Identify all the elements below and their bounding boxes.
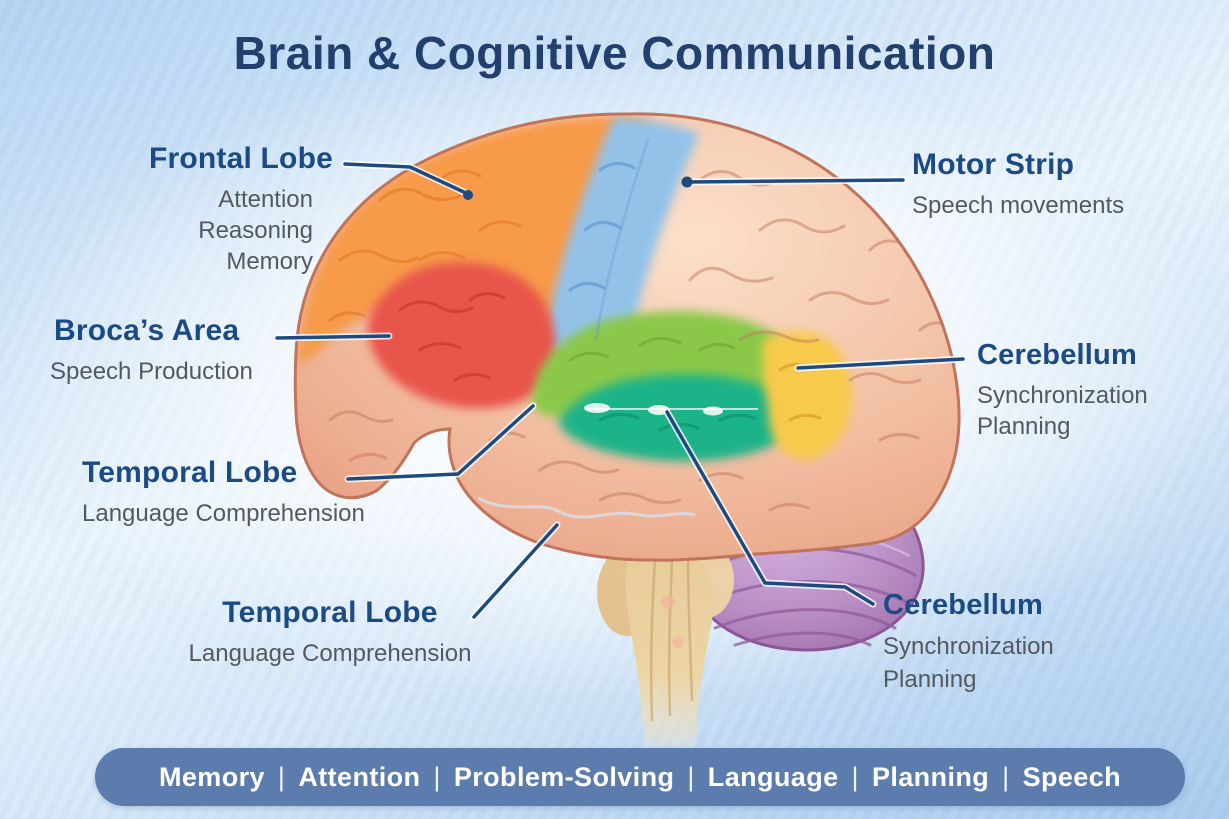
label-temporal-lobe-bottom: Temporal Lobe Language Comprehension bbox=[130, 596, 530, 669]
temporal-lobe-bottom-function: Language Comprehension bbox=[188, 640, 472, 667]
temporal-lobe-left-function: Language Comprehension bbox=[82, 500, 365, 527]
brainstem-region bbox=[597, 542, 734, 758]
broca-area-title: Broca’s Area bbox=[54, 314, 240, 347]
temporal-lobe-left-leader-line bbox=[344, 402, 537, 483]
frontal-lobe-function: Memory bbox=[226, 248, 313, 275]
temporal-lobe-bottom-title: Temporal Lobe bbox=[222, 596, 438, 629]
page-title: Brain & Cognitive Communication bbox=[233, 27, 996, 79]
cerebellum-bottom-function: Planning bbox=[883, 666, 977, 693]
cerebellum-right-function: Synchronization bbox=[977, 382, 1148, 409]
label-broca-area: Broca’s Area Speech Production bbox=[50, 314, 253, 387]
label-cerebellum-right: Cerebellum Synchronization Planning bbox=[977, 338, 1148, 442]
arcuate-dots bbox=[584, 403, 758, 416]
cerebellum-bottom-function: Synchronization bbox=[883, 633, 1054, 660]
label-cerebellum-bottom: Cerebellum Synchronization Planning bbox=[883, 588, 1054, 696]
footer-separator: | bbox=[1002, 761, 1010, 792]
temporal-green-dark-region bbox=[559, 374, 796, 462]
label-temporal-lobe-left: Temporal Lobe Language Comprehension bbox=[82, 456, 365, 529]
label-frontal-lobe: Frontal Lobe Attention Reasoning Memory bbox=[149, 142, 333, 277]
cortex-gyri-texture bbox=[328, 170, 952, 512]
temporal-lobe-left-title: Temporal Lobe bbox=[82, 456, 298, 489]
motor-strip-gyri-texture bbox=[568, 138, 650, 342]
broca-area-region bbox=[367, 262, 556, 409]
cerebellum-right-title: Cerebellum bbox=[977, 339, 1137, 371]
footer-item: Problem-Solving bbox=[453, 761, 675, 792]
cerebellum-right-function: Planning bbox=[977, 413, 1071, 440]
green-gyri-texture bbox=[568, 337, 736, 362]
cerebellum-bottom-title: Cerebellum bbox=[883, 589, 1043, 621]
broca-area-function: Speech Production bbox=[50, 358, 253, 385]
footer-separator: | bbox=[433, 761, 441, 792]
footer-item: Planning bbox=[871, 761, 990, 792]
temporal-lobe-bottom-leader-line bbox=[470, 521, 561, 621]
sylvian-fissure-highlight bbox=[477, 496, 696, 519]
footer-item: Attention bbox=[298, 761, 421, 792]
footer-separator: | bbox=[687, 761, 695, 792]
motor-strip-region bbox=[542, 117, 699, 368]
footer-item: Memory bbox=[158, 761, 265, 792]
frontal-lobe-function: Reasoning bbox=[198, 217, 313, 244]
cerebellum-bottom-leader-line bbox=[663, 408, 877, 608]
footer-separator: | bbox=[851, 761, 859, 792]
frontal-lobe-function: Attention bbox=[218, 186, 313, 213]
motor-strip-function: Speech movements bbox=[912, 192, 1125, 219]
cerebrum-region bbox=[293, 112, 961, 562]
broca-area-leader-line bbox=[273, 332, 393, 342]
footer-item: Language bbox=[707, 761, 839, 792]
frontal-lobe-title: Frontal Lobe bbox=[148, 142, 333, 175]
cognitive-functions-bar: Memory | Attention | Problem-Solving | L… bbox=[95, 748, 1185, 806]
cerebellum-right-leader-line bbox=[794, 355, 967, 372]
label-motor-strip: Motor Strip Speech movements bbox=[912, 148, 1124, 221]
motor-strip-leader-line bbox=[681, 176, 907, 188]
footer-item: Speech bbox=[1022, 761, 1122, 792]
yellow-patch-region bbox=[762, 331, 852, 460]
footer-separator: | bbox=[277, 761, 286, 792]
teal-gyri-texture bbox=[598, 413, 756, 432]
frontal-gyri-texture bbox=[328, 169, 522, 322]
broca-gyri-texture bbox=[398, 292, 506, 382]
frontal-lobe-leader-line bbox=[341, 160, 473, 200]
motor-strip-title: Motor Strip bbox=[912, 148, 1075, 181]
